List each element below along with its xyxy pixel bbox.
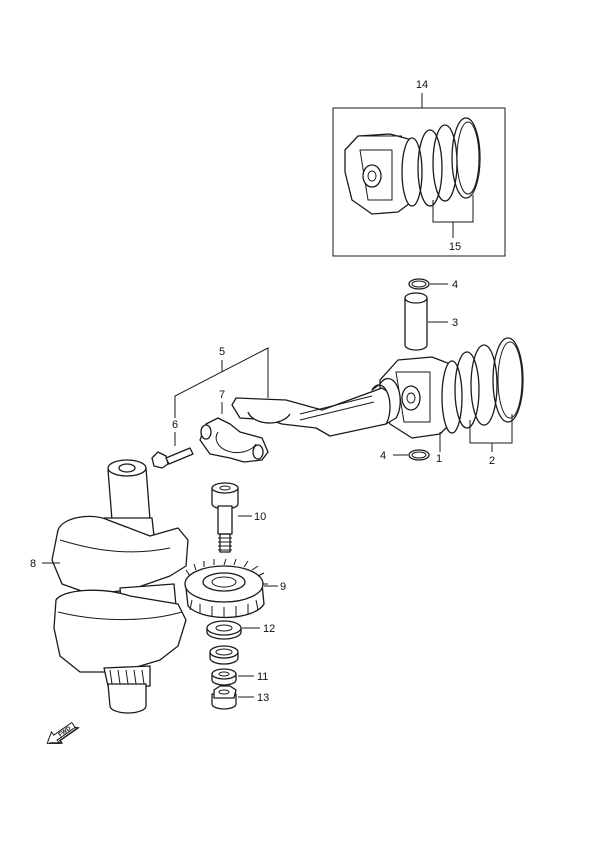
callout-1: 1 (436, 453, 442, 465)
washer-12 (206, 620, 242, 640)
piston-pin-clip-lower: 4 (380, 449, 430, 462)
callout-14: 14 (416, 79, 428, 91)
inset-piston (344, 133, 423, 215)
gear-bolt (211, 482, 239, 553)
connecting-rod-cap (199, 417, 269, 463)
callout-15: 15 (449, 241, 461, 253)
leader-5 (174, 347, 269, 418)
piston: 1 (379, 356, 463, 465)
connecting-rod (231, 377, 401, 437)
inset-frame (332, 107, 506, 257)
piston-kit-inset: 14 15 (332, 79, 506, 257)
callout-7: 7 (219, 389, 225, 401)
callout-4-upper: 4 (452, 279, 458, 291)
piston-pin: 3 (404, 292, 458, 351)
forward-arrow-icon: FWD (46, 721, 80, 744)
callout-11: 11 (257, 671, 268, 683)
crank-gear (184, 558, 268, 619)
callout-6: 6 (172, 419, 178, 431)
callout-5: 5 (219, 346, 225, 358)
nut-13 (211, 685, 237, 710)
callout-8: 8 (30, 558, 36, 570)
rod-bolt (151, 447, 194, 469)
callout-4-lower: 4 (380, 450, 386, 462)
inset-piston-rings (417, 117, 481, 207)
leader-15 (432, 195, 474, 238)
callout-3: 3 (452, 317, 458, 329)
spacer-ring (209, 645, 239, 665)
callout-10: 10 (254, 511, 266, 523)
callout-13: 13 (257, 692, 269, 704)
callout-12: 12 (263, 623, 275, 635)
piston-pin-clip-upper: 4 (408, 278, 458, 291)
washer-11 (211, 668, 237, 686)
piston-rings: 2 (454, 337, 524, 467)
callout-2: 2 (489, 455, 495, 467)
crankshaft (51, 459, 189, 714)
callout-9: 9 (280, 581, 286, 593)
